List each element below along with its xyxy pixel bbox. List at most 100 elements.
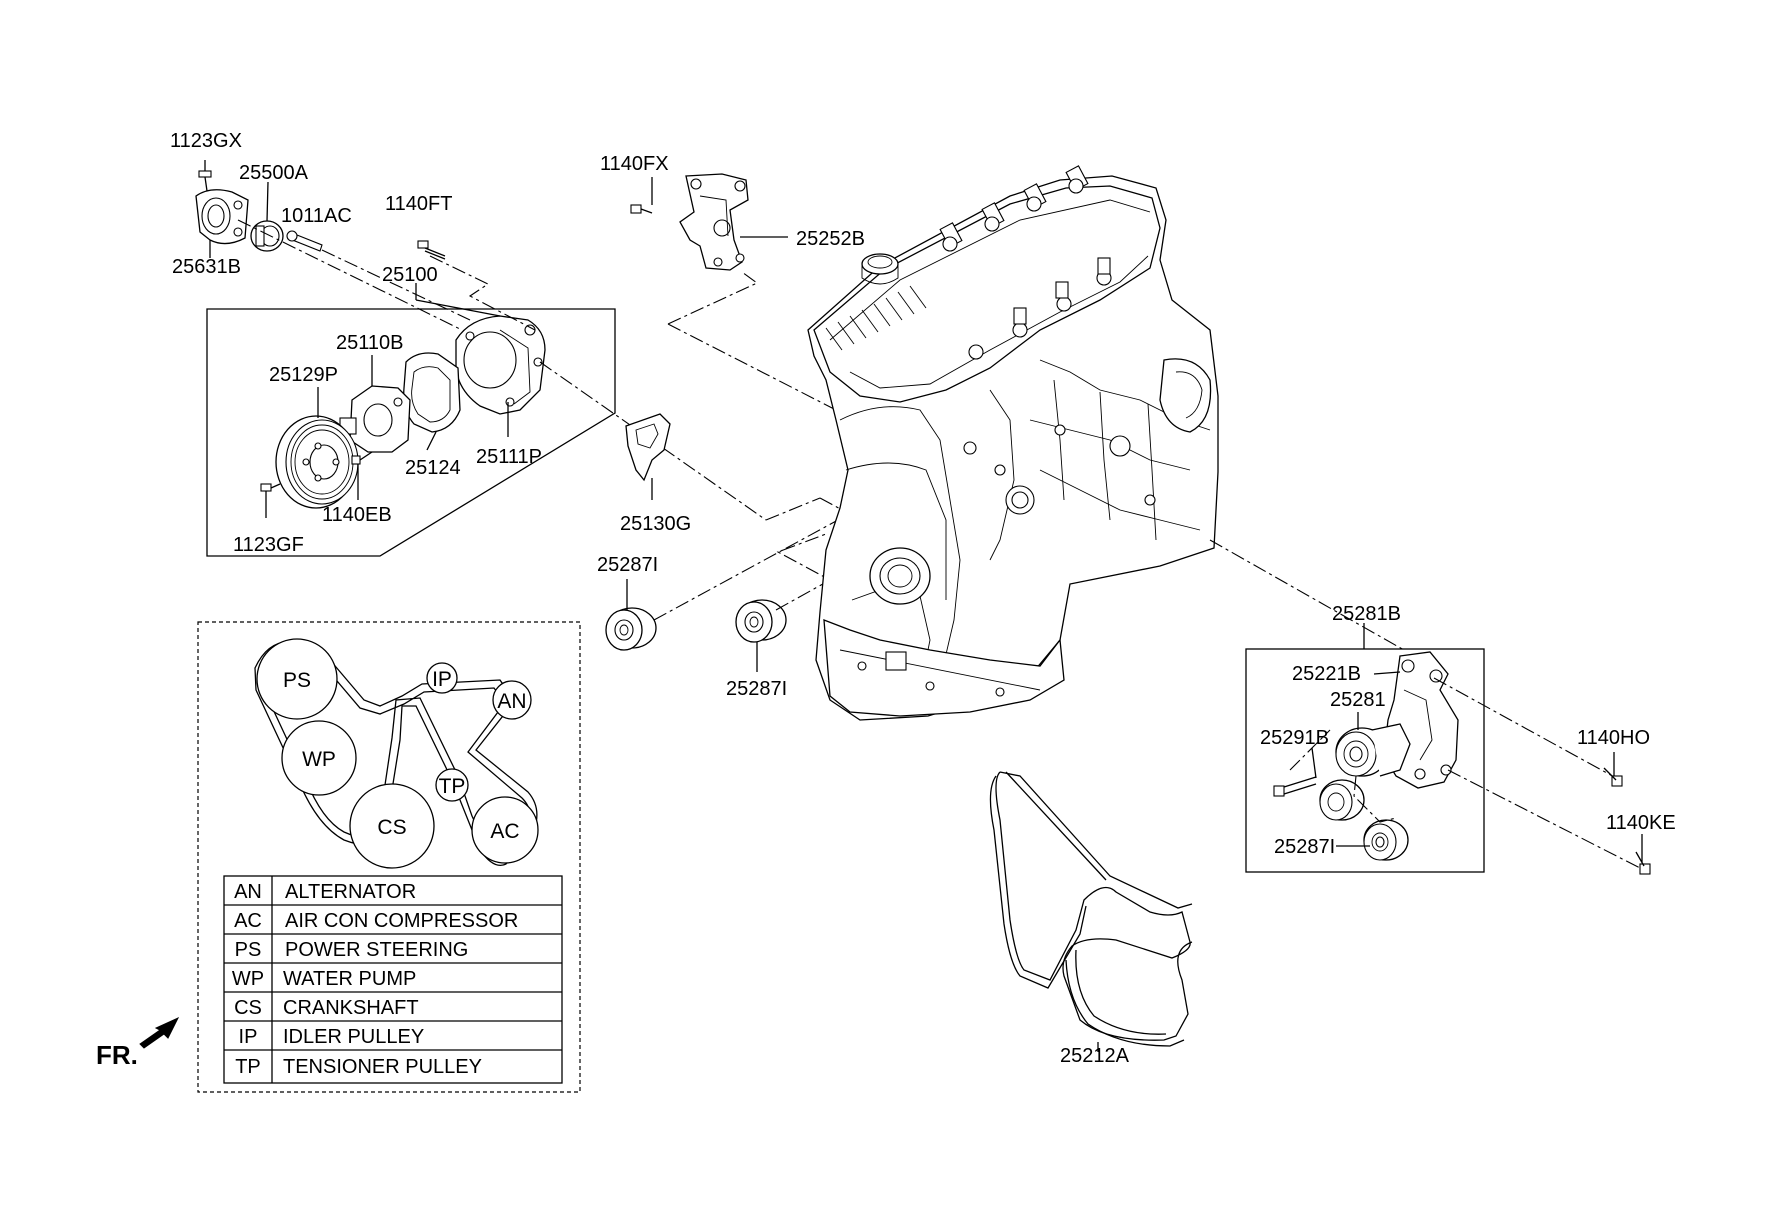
front-arrow-icon: [139, 1016, 180, 1049]
bolt-25291b: [1273, 776, 1317, 797]
bolt-1140ho: 1140HO: [1577, 727, 1650, 787]
block-side-detail: [963, 358, 1212, 561]
legend-row: TP TENSIONER PULLEY: [235, 1056, 482, 1078]
label-25287i-left: 25287I: [597, 554, 658, 576]
label-25110b: 25110B: [336, 332, 403, 354]
water-pump-group: 1123GX 25500A 1011AC 25631B 1140FT 25100…: [170, 130, 847, 557]
legend-code: AC: [234, 910, 262, 932]
label-25252b: 25252B: [796, 228, 865, 250]
oil-pan: [823, 619, 1065, 717]
belt-routing-panel: PS IP AN WP TP CS AC: [197, 621, 581, 1093]
thermostat: [250, 220, 284, 252]
engine-block-illustration: [807, 165, 1219, 721]
label-25631b: 25631B: [172, 256, 241, 278]
tensioner-pulley: [1335, 723, 1411, 777]
legend-code: AN: [234, 881, 262, 903]
crankshaft-seal: [869, 547, 931, 605]
label-25129p: 25129P: [269, 364, 338, 386]
bolt-1123gf: [260, 483, 281, 492]
label-25287i-center: 25287I: [726, 678, 787, 700]
svg-text:AN: AN: [497, 690, 526, 713]
legend-row: WP WATER PUMP: [232, 968, 416, 990]
legend-name: WATER PUMP: [283, 968, 416, 990]
tensioner-idler-right: [1363, 819, 1409, 861]
front-direction-indicator: FR.: [96, 1016, 180, 1070]
label-25124: 25124: [405, 457, 461, 479]
legend-row: AN ALTERNATOR: [234, 881, 416, 903]
drive-belt: 25212A: [989, 771, 1193, 1067]
idler-pulley-left: 25287I: [597, 519, 839, 651]
label-1123gx: 1123GX: [170, 130, 242, 152]
legend-code: WP: [232, 968, 264, 990]
label-1123gf: 1123GF: [233, 534, 304, 556]
water-pump-housing: [455, 315, 546, 415]
thermostat-housing: [195, 189, 249, 245]
svg-text:TP: TP: [439, 775, 466, 798]
legend-row: AC AIR CON COMPRESSOR: [234, 910, 518, 932]
coil-row: [939, 165, 1112, 360]
legend-code: CS: [234, 997, 262, 1019]
label-25130g: 25130G: [620, 513, 691, 535]
label-1140eb: 1140EB: [322, 504, 392, 526]
label-1011ac: 1011AC: [281, 205, 352, 227]
belt-routing-frame: [197, 621, 581, 1093]
head-ribs: [825, 285, 927, 351]
bolt-1140eb: [351, 451, 373, 465]
label-25281b: 25281B: [1332, 603, 1401, 625]
pulley-cs: CS: [349, 783, 435, 869]
svg-text:AC: AC: [490, 820, 519, 843]
svg-text:IP: IP: [432, 668, 452, 691]
idler-pulley-center: 25287I: [726, 533, 832, 700]
mounting-bracket: [679, 173, 749, 271]
legend-row: IP IDLER PULLEY: [239, 1026, 425, 1048]
legend-row: CS CRANKSHAFT: [234, 997, 418, 1019]
oil-filler-cap: [861, 253, 899, 285]
label-25291b: 25291B: [1260, 727, 1329, 749]
legend-name: POWER STEERING: [285, 939, 468, 961]
label-25100: 25100: [382, 264, 438, 286]
legend-name: TENSIONER PULLEY: [283, 1056, 482, 1078]
label-25221b: 25221B: [1292, 663, 1361, 685]
label-25281: 25281: [1330, 689, 1386, 711]
pulley-ac: AC: [471, 796, 539, 864]
svg-text:WP: WP: [302, 748, 336, 771]
fitting-gasket-group: 25130G: [620, 413, 691, 535]
label-1140fx: 1140FX: [600, 153, 669, 175]
legend-name: ALTERNATOR: [285, 881, 416, 903]
label-25212a: 25212A: [1060, 1045, 1130, 1067]
label-1140ke: 1140KE: [1606, 812, 1676, 834]
bracket-group: 1140FX 25252B: [600, 153, 865, 413]
legend-code: IP: [239, 1026, 258, 1048]
gasket: [403, 352, 461, 433]
legend-row: PS POWER STEERING: [235, 939, 469, 961]
legend-code: PS: [235, 939, 262, 961]
stud-1011ac: [286, 230, 323, 252]
pulley-ip: IP: [426, 662, 458, 694]
label-1140ho: 1140HO: [1577, 727, 1650, 749]
svg-text:PS: PS: [283, 669, 311, 692]
legend-name: IDLER PULLEY: [283, 1026, 424, 1048]
label-25500a: 25500A: [239, 162, 309, 184]
pulley-an: AN: [492, 680, 532, 720]
legend-code: TP: [235, 1056, 261, 1078]
bolt-1140fx: [630, 204, 653, 214]
tensioner-group: 25281B 25221B 25281 25291B 25287I: [1209, 539, 1641, 873]
pulley-ps: PS: [256, 638, 338, 720]
water-pump-group-box: [206, 308, 616, 557]
label-25111p: 25111P: [476, 446, 542, 468]
water-pump-body: [339, 385, 411, 453]
water-pump-pulley: [275, 415, 359, 509]
bolt-1140ft: [417, 240, 446, 260]
tensioner-idler: [1319, 779, 1365, 821]
label-25287i-right: 25287I: [1274, 836, 1335, 858]
legend-name: CRANKSHAFT: [283, 997, 419, 1019]
bolt-1123gx: [198, 170, 212, 192]
pulley-tp: TP: [435, 768, 469, 802]
front-label: FR.: [96, 1040, 138, 1070]
bolt-1140ke: 1140KE: [1606, 812, 1676, 875]
tensioner-group-box: [1245, 648, 1485, 873]
pulley-wp: WP: [281, 720, 357, 796]
belt-legend-table: AN ALTERNATOR AC AIR CON COMPRESSOR PS P…: [223, 875, 563, 1084]
label-1140ft: 1140FT: [385, 193, 452, 215]
